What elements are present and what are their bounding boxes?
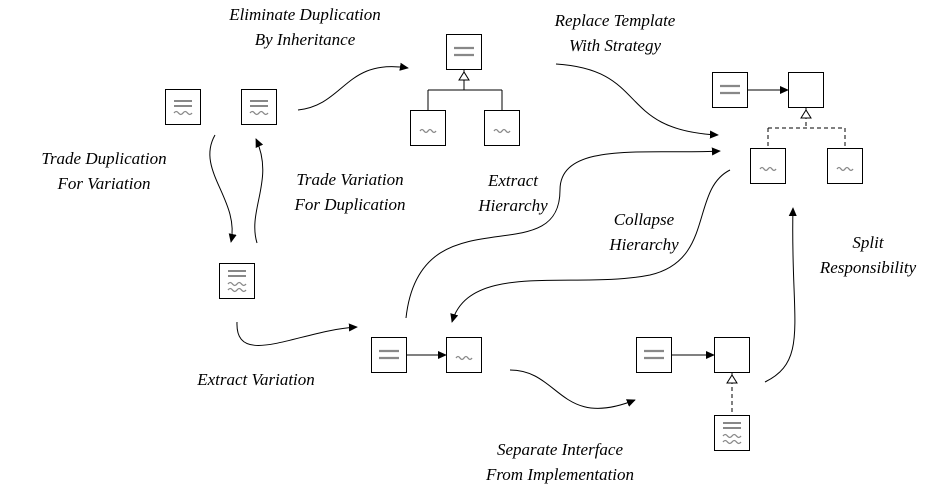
label-eliminate-duplication: Eliminate Duplication By Inheritance [229,5,381,49]
label-collapse-hierarchy: Collapse Hierarchy [609,210,679,254]
separated-interface [635,336,751,452]
arrow-eliminate-duplication [297,62,409,111]
arrow-extract-variation [236,321,358,346]
arrow-collapse-hierarchy [450,169,731,323]
label-extract-variation: Extract Variation [197,370,315,389]
arrow-separate-interface [509,369,636,409]
label-separate-interface: Separate Interface From Implementation [485,440,635,484]
delegation-pair [370,336,483,374]
label-trade-variation: Trade Variation For Duplication [294,170,406,214]
duplicated-class-left [164,88,202,126]
label-extract-hierarchy: Extract Hierarchy [478,171,548,215]
arrow-trade-variation [254,138,264,244]
variation-class [218,262,256,300]
label-split-responsibility: Split Responsibility [819,233,917,277]
arrow-extract-hierarchy [405,147,721,319]
strategy-structure [711,71,864,185]
label-trade-duplication: Trade Duplication For Variation [41,149,167,193]
arrow-trade-duplication [209,134,237,243]
arrow-split-responsibility [764,207,797,383]
arrow-replace-template [555,63,719,139]
duplicated-class-right [240,88,278,126]
label-replace-template: Replace Template With Strategy [554,11,676,55]
inheritance-hierarchy [409,33,521,147]
